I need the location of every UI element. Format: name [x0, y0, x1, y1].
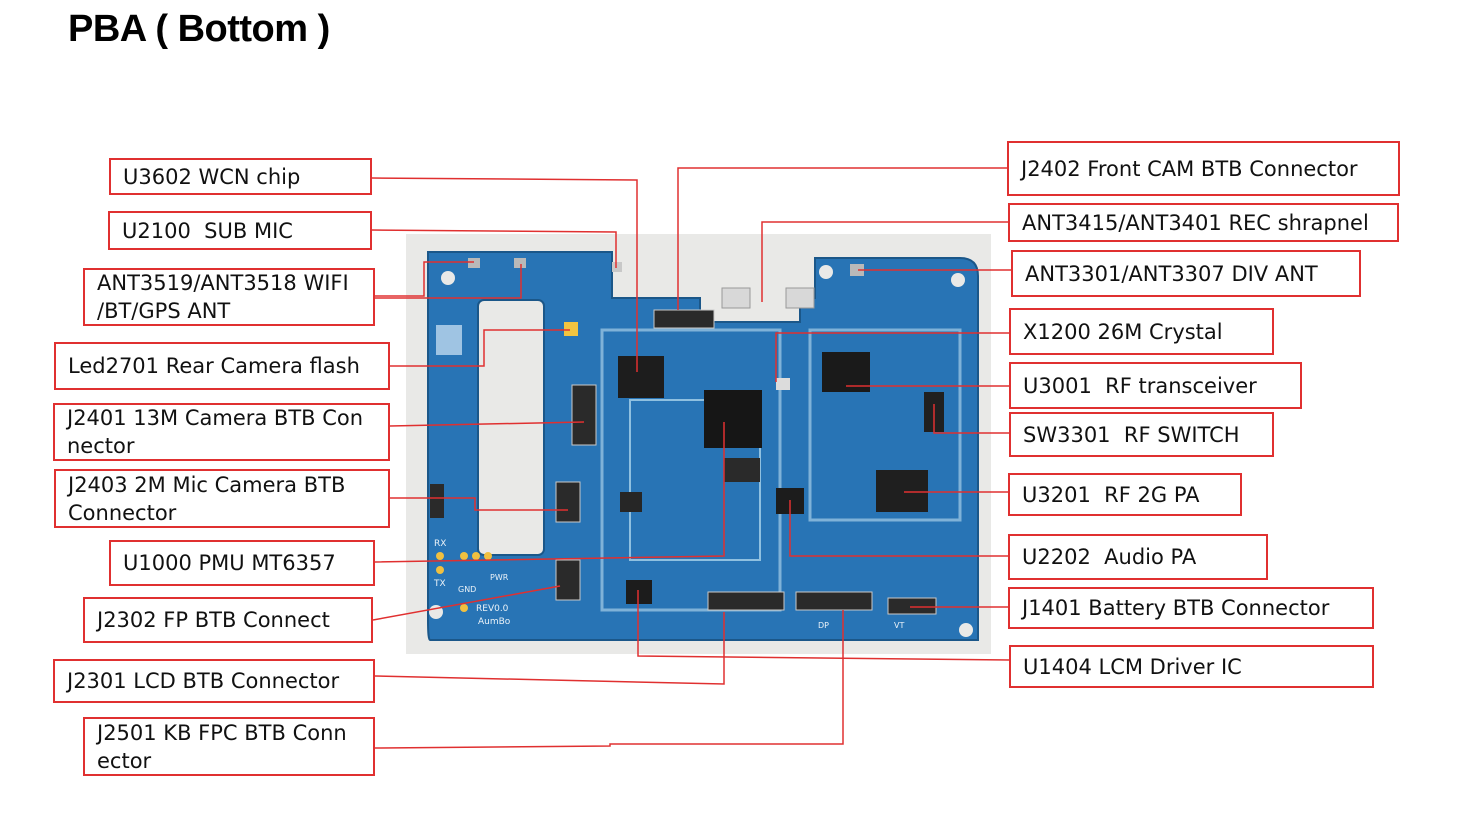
leader-u1404 [637, 590, 1011, 661]
leader-sw3301 [933, 404, 1010, 434]
callout-j2302: J2302 FP BTB Connect [83, 597, 373, 643]
callout-j2501: J2501 KB FPC BTB Conn ector [83, 717, 375, 776]
test-pad [460, 604, 468, 612]
callout-u3201: U3201 RF 2G PA [1008, 473, 1242, 516]
test-pad [436, 566, 444, 574]
callout-ant3519: ANT3519/ANT3518 WIFI /BT/GPS ANT [83, 268, 375, 326]
chip-u3201 [876, 470, 928, 512]
callout-j2402: J2402 Front CAM BTB Connector [1007, 141, 1400, 196]
connector-j2401 [571, 384, 597, 446]
leader-j2401 [389, 421, 585, 427]
shield-trace [808, 328, 962, 522]
sub-mic [612, 262, 622, 272]
silk-aumbo: AumBo [478, 617, 511, 627]
leader-j2501 [374, 610, 844, 749]
callout-u3602: U3602 WCN chip [109, 158, 372, 195]
chip-u1404 [626, 580, 652, 604]
qr-code [436, 325, 462, 355]
connector-j2402 [653, 309, 715, 329]
leader-u2100 [371, 229, 617, 268]
chip-u1000 [704, 390, 762, 448]
mounting-hole [441, 271, 455, 285]
leader-j2403 [390, 497, 568, 511]
leader-j2301 [374, 612, 725, 685]
silk-tx: TX [433, 579, 446, 589]
leader-x1200 [775, 332, 1010, 382]
callout-led2701: Led2701 Rear Camera flash [54, 342, 390, 390]
silk-rx: RX [434, 539, 446, 549]
ant-pad [514, 258, 526, 268]
test-pad [436, 552, 444, 560]
connector-j2301 [707, 591, 785, 611]
callout-u2100: U2100 SUB MIC [108, 211, 372, 250]
callout-x1200: X1200 26M Crystal [1009, 308, 1274, 355]
leader-u2202 [789, 500, 1008, 557]
leader-ant3519-a [375, 261, 474, 297]
chip-misc [724, 458, 760, 482]
leader-u3602 [371, 177, 638, 372]
silk-pwr: PWR [490, 573, 509, 582]
connector-side [430, 484, 444, 518]
silk-vt: VT [894, 621, 904, 630]
led-flash [564, 322, 578, 336]
mounting-hole [819, 265, 833, 279]
page-title: PBA ( Bottom ) [68, 8, 330, 50]
callout-u3001: U3001 RF transceiver [1009, 362, 1302, 409]
ant-pad [850, 264, 864, 276]
leader-ant3415 [761, 221, 1008, 302]
callout-j2301: J2301 LCD BTB Connector [53, 659, 375, 703]
callout-j2401: J2401 13M Camera BTB Con nector [53, 403, 390, 461]
callout-u2202: U2202 Audio PA [1008, 534, 1268, 580]
test-pad [460, 552, 468, 560]
test-pad [472, 552, 480, 560]
callout-ant3415: ANT3415/ANT3401 REC shrapnel [1008, 203, 1399, 242]
callout-j2403: J2403 2M Mic Camera BTB Connector [54, 469, 390, 528]
silk-dp: DP [818, 621, 829, 630]
mounting-hole [645, 271, 659, 285]
silk-gnd: GND [458, 585, 476, 594]
leader-led2701 [390, 329, 570, 367]
pcb-cutout [477, 299, 545, 556]
callout-sw3301: SW3301 RF SWITCH [1009, 412, 1274, 457]
crystal-x1200 [776, 378, 790, 390]
mounting-hole [951, 273, 965, 287]
chip-u3602 [618, 356, 664, 398]
leader-j2302 [372, 585, 561, 621]
connector-j2403 [555, 481, 581, 523]
shrapnel-ant3401 [785, 287, 815, 309]
connector-j1401 [887, 597, 937, 615]
leader-u1000 [374, 422, 725, 563]
callout-u1000: U1000 PMU MT6357 [109, 540, 375, 586]
test-pad [484, 552, 492, 560]
silk-rev: REV0.0 [476, 604, 509, 614]
mounting-hole [959, 623, 973, 637]
leader-ant3519-b [375, 264, 522, 299]
leader-j2402 [677, 167, 1008, 310]
shrapnel-ant3415 [721, 287, 751, 309]
callout-u1404: U1404 LCM Driver IC [1009, 645, 1374, 688]
chip-misc [620, 492, 642, 512]
pcb-outline [427, 251, 979, 641]
callout-ant3301: ANT3301/ANT3307 DIV ANT [1011, 250, 1361, 297]
ant-pad [468, 258, 480, 268]
connector-j2501 [795, 591, 873, 611]
callout-j1401: J1401 Battery BTB Connector [1008, 587, 1374, 629]
connector-j2302 [555, 559, 581, 601]
